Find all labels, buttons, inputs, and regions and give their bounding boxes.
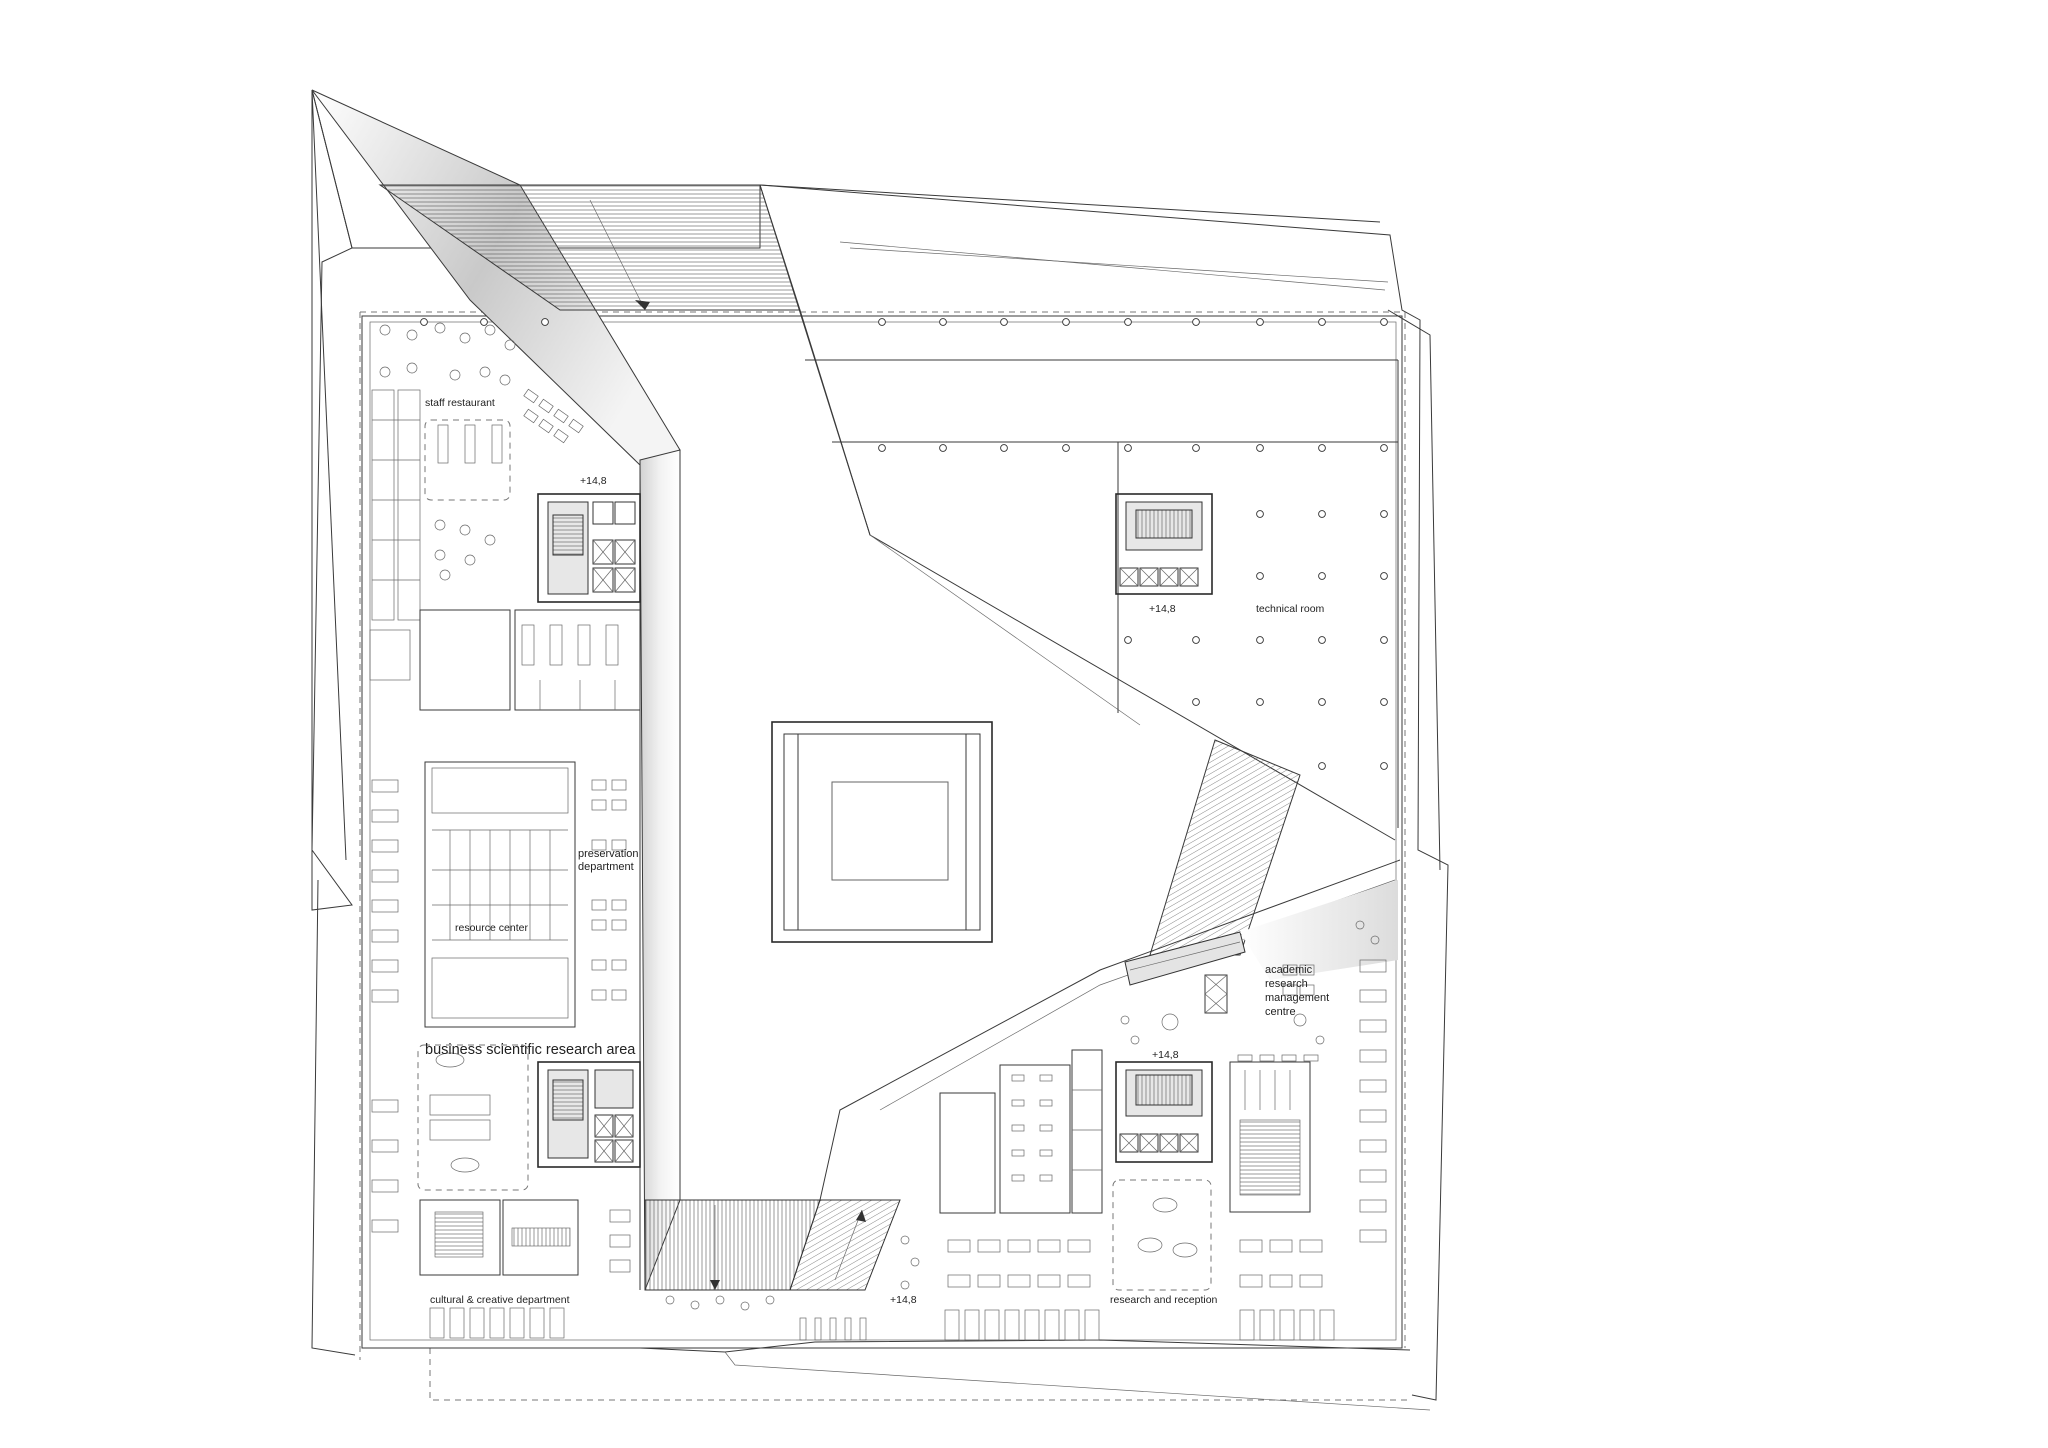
north-ramp bbox=[311, 89, 801, 466]
auditorium bbox=[1229, 1061, 1311, 1213]
atrium bbox=[771, 721, 993, 943]
label-level-ne: +14,8 bbox=[1149, 603, 1176, 615]
upper-deck-lines bbox=[805, 359, 1399, 828]
core-southeast bbox=[1115, 1061, 1213, 1163]
study-tables bbox=[947, 1239, 1323, 1288]
core-northeast bbox=[1115, 493, 1213, 595]
label-academic-2: research bbox=[1265, 978, 1308, 990]
label-resource-center: resource center bbox=[455, 922, 528, 934]
label-level-se: +14,8 bbox=[1152, 1049, 1179, 1061]
building-envelope bbox=[311, 89, 1449, 1411]
diagonal-benches bbox=[523, 388, 584, 444]
southeast-ramp bbox=[1124, 739, 1301, 986]
label-preservation-1: preservation bbox=[578, 848, 639, 860]
reading-rooms bbox=[939, 1049, 1103, 1214]
south-stair bbox=[644, 1199, 901, 1291]
label-academic-4: centre bbox=[1265, 1006, 1296, 1018]
label-level-nw: +14,8 bbox=[580, 475, 607, 487]
west-wing bbox=[369, 322, 641, 1339]
restaurant-booths bbox=[371, 389, 421, 621]
label-staff-restaurant: staff restaurant bbox=[425, 397, 495, 409]
restaurant-tables bbox=[379, 322, 516, 581]
label-preservation-2: department bbox=[578, 861, 634, 873]
label-level-south: +14,8 bbox=[890, 1294, 917, 1306]
east-carrels bbox=[1359, 959, 1387, 1243]
core-northwest bbox=[537, 493, 641, 603]
label-academic-3: management bbox=[1265, 992, 1329, 1004]
room-labels: staff restaurant +14,8 +14,8 technical r… bbox=[425, 397, 1329, 1306]
resource-center-block bbox=[424, 761, 576, 1028]
label-business-research: business scientific research area bbox=[425, 1042, 636, 1058]
west-carrels bbox=[371, 779, 399, 1233]
label-research-reception: research and reception bbox=[1110, 1294, 1218, 1306]
south-carrels-west bbox=[429, 1307, 565, 1339]
columns-north bbox=[420, 318, 1388, 770]
south-shelves bbox=[665, 1235, 920, 1341]
cultural-rooms bbox=[419, 1199, 631, 1276]
label-cultural-creative: cultural & creative department bbox=[430, 1294, 570, 1306]
southeast-wing bbox=[665, 880, 1398, 1341]
small-rooms bbox=[369, 609, 641, 711]
se-cluster-seating bbox=[1120, 920, 1380, 1062]
label-academic-1: academic bbox=[1265, 964, 1313, 976]
preservation-desks bbox=[591, 779, 627, 1001]
elevator-shafts-ne bbox=[1119, 567, 1199, 587]
core-southwest bbox=[537, 1061, 641, 1168]
south-carrels-east bbox=[944, 1309, 1335, 1341]
label-technical-room: technical room bbox=[1256, 603, 1325, 615]
